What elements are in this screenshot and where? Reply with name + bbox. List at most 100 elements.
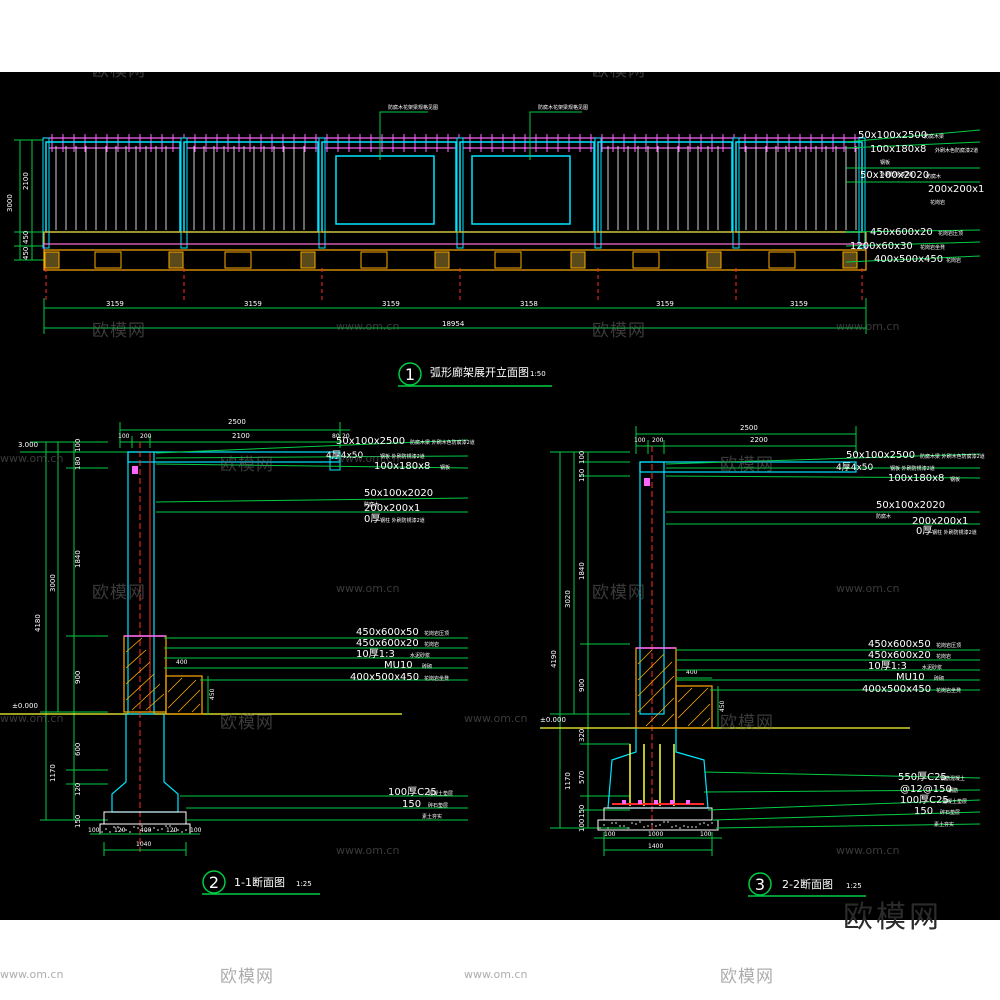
watermark-url-4: www.om.cn <box>0 452 64 465</box>
elevation-dim-3000: 3000 <box>6 194 14 212</box>
s1-dim-3000: 3000 <box>49 574 57 592</box>
s1-top-dimension-lines <box>119 422 350 448</box>
elevation-bottom-dimension-lines <box>43 298 867 334</box>
gravel-dot <box>679 827 681 829</box>
s1-label-beam: 50x100x2500 <box>336 436 405 447</box>
elevation-label-seat: 1200x60x30 <box>850 241 913 252</box>
s1-label-zero: 0厚 <box>364 513 380 525</box>
elevation-note-5: 花岗岩 <box>930 199 945 206</box>
s2-label-post: 200x200x1 <box>912 516 968 527</box>
gravel-dot <box>631 822 633 824</box>
gravel-dot <box>707 824 709 826</box>
watermark-url-bottom-1: www.om.cn <box>464 968 528 981</box>
watermark-logo-1: 欧模网 <box>92 72 146 81</box>
pedestal <box>494 251 522 269</box>
s1-note-seat: 花岗岩坐凳 <box>424 675 449 682</box>
s2-label-seat: 400x500x450 <box>862 684 931 695</box>
pedestal <box>632 251 660 269</box>
s1-label-strap: 4厚4x50 <box>326 450 364 461</box>
elevation-title-number: 1 <box>405 365 415 384</box>
s2-dim-1170: 1170 <box>564 772 572 790</box>
s2-label-rafter: 50x100x2020 <box>876 500 945 511</box>
elevation-dim-2100: 2100 <box>22 172 30 190</box>
s2-dim-top-2200: 2200 <box>750 436 768 444</box>
s2-dim-top-100: 100 <box>634 437 646 444</box>
gravel-dot <box>699 823 701 825</box>
s1-dim-top-80: 80 <box>332 433 340 440</box>
elevation-axis-lines <box>45 268 863 300</box>
s2-seat-hatch <box>677 687 711 727</box>
display-panel-left <box>335 155 435 225</box>
s2-note-rc: 钢筋混凝土 <box>940 775 965 782</box>
gravel-dot <box>603 824 605 826</box>
gravel-dot <box>647 825 649 827</box>
s1-dim-600: 600 <box>74 743 82 756</box>
s2-gravel-dots <box>599 821 713 829</box>
pedestal <box>434 251 450 269</box>
gravel-dot <box>137 827 139 829</box>
s2-title-number: 3 <box>755 875 765 894</box>
s2-note-mortar: 水泥砂浆 <box>922 664 942 671</box>
gravel-dot <box>101 831 103 833</box>
display-panel-right <box>471 155 571 225</box>
gravel-dot <box>695 826 697 828</box>
gravel-dot <box>145 830 147 832</box>
s2-bot-100b: 100 <box>700 831 712 838</box>
s1-dim-4180: 4180 <box>34 614 42 632</box>
s2-note-cap: 花岗岩压顶 <box>936 642 961 649</box>
s2-dim-100b: 100 <box>578 819 586 832</box>
watermark-logo-5: 欧模网 <box>220 455 274 475</box>
s1-concrete-pad <box>103 811 187 825</box>
s1-leader-lines <box>155 439 469 821</box>
s1-footing <box>111 714 179 813</box>
gravel-dot <box>687 826 689 828</box>
elevation-note-2: 钢板 <box>880 159 890 166</box>
s1-dim-150: 150 <box>74 815 82 828</box>
elevation-title-bubble <box>398 362 422 386</box>
s2-dim-100: 100 <box>578 451 586 464</box>
watermark-logo-6: 欧模网 <box>720 455 774 475</box>
elevation-view: 3000 2100 450 450 <box>6 104 984 387</box>
s1-bot-120a: 120 <box>114 827 126 834</box>
pedestal <box>300 251 316 269</box>
watermark-logo-8: 欧模网 <box>592 583 646 603</box>
s2-seat-block <box>675 685 713 729</box>
s2-dim-570: 570 <box>578 771 586 784</box>
s2-column <box>639 461 665 715</box>
s1-label-concrete: 100厚C25 <box>388 786 437 798</box>
s2-dim-top-2500: 2500 <box>740 424 758 432</box>
watermark-url-9: www.om.cn <box>336 844 400 857</box>
elevation-note-0: 防腐木梁 <box>924 133 944 140</box>
s2-bot-100a: 100 <box>604 831 616 838</box>
gravel-dot <box>659 824 661 826</box>
s1-note-mortar: 水泥砂浆 <box>410 652 430 659</box>
s2-dim-320: 320 <box>578 729 586 742</box>
section1-left-dimension-lines <box>30 441 108 821</box>
s2-dim-1840: 1840 <box>578 562 586 580</box>
elevation-rafters <box>51 134 856 152</box>
s2-note-concrete: 混凝土垫层 <box>942 798 967 805</box>
s1-dim-180: 180 <box>74 457 82 470</box>
gravel-dot <box>169 825 171 827</box>
gravel-dot <box>623 825 625 827</box>
s1-bench-hatch <box>125 637 165 711</box>
pedestal <box>842 251 858 269</box>
elevation-top-callout-right: 防腐木花架梁规格见图 <box>538 104 588 111</box>
s2-label-stone: 450x600x20 <box>868 650 931 661</box>
section-2-view: 4190 3020 1170 100 150 1840 900 320 570 … <box>540 424 985 897</box>
gravel-dot <box>663 821 665 823</box>
s1-dim-top-20: 20 <box>342 433 350 440</box>
gravel-dot <box>117 826 119 828</box>
elevation-label-cap: 450x600x20 <box>870 227 933 238</box>
s1-label-gravel: 150 <box>402 799 421 810</box>
s2-scale: 1:25 <box>846 882 862 890</box>
s2-inner-400: 400 <box>686 669 698 676</box>
watermark-logo-9: 欧模网 <box>220 713 274 733</box>
s2-title: 2-2断面图 <box>782 877 833 891</box>
s1-title: 1-1断面图 <box>234 875 285 889</box>
pedestal <box>94 251 122 269</box>
s2-label-mortar: 10厚1:3 <box>868 660 907 672</box>
watermark-logo-2: 欧模网 <box>592 72 646 81</box>
watermark-logo-10: 欧模网 <box>720 713 774 733</box>
s2-label-beam: 50x100x2500 <box>846 450 915 461</box>
